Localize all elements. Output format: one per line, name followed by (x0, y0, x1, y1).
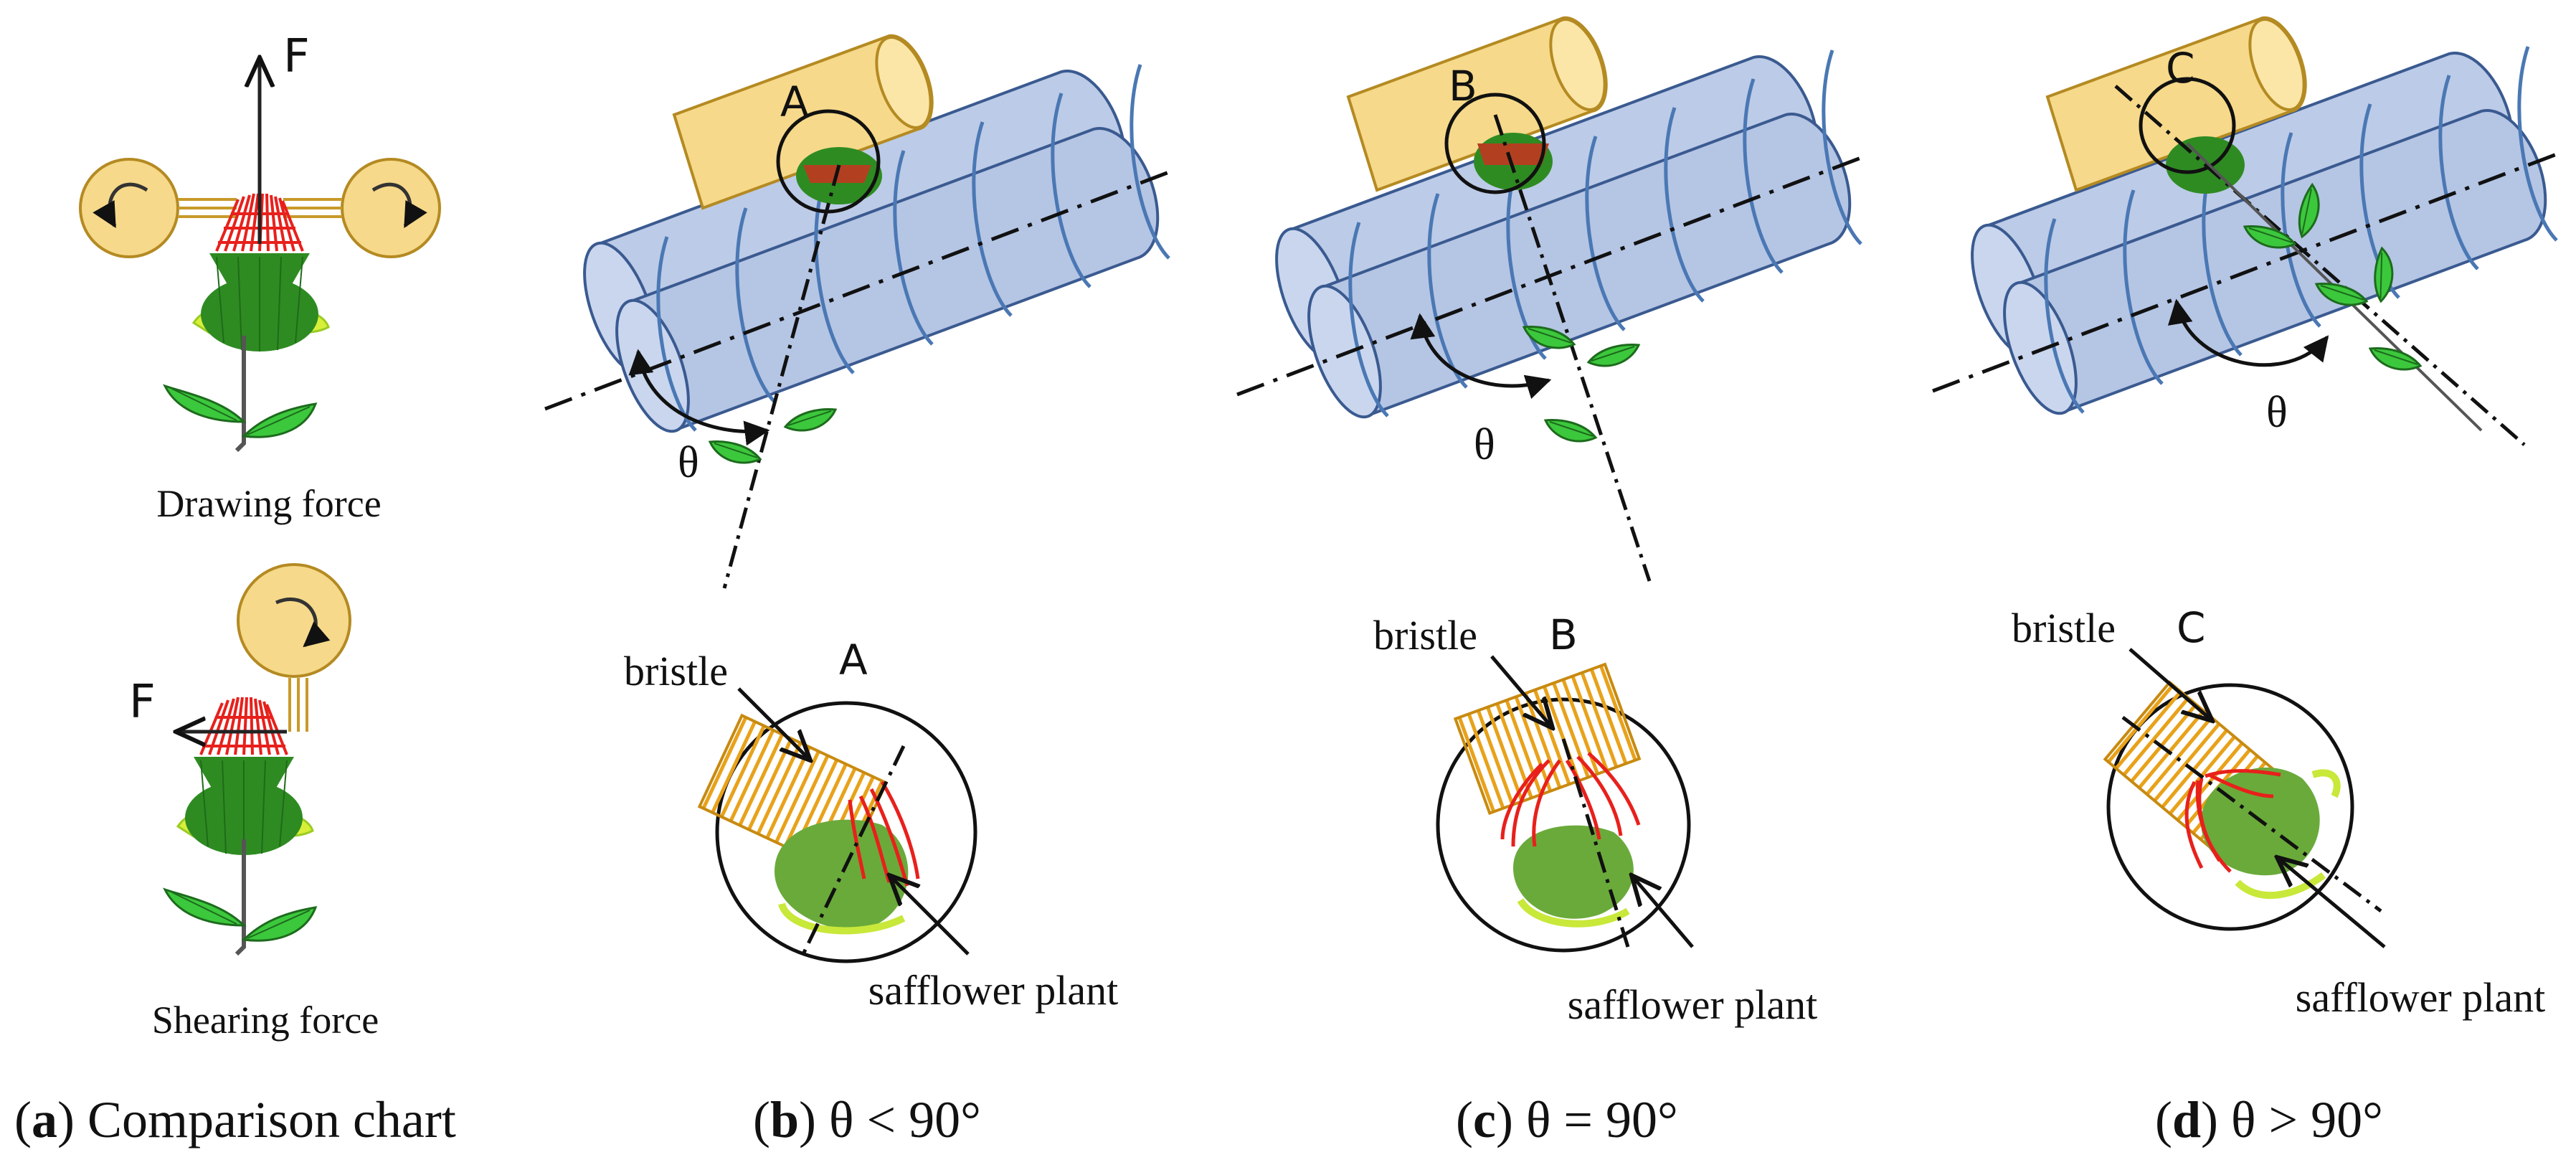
leaf-stem-drawing (165, 336, 316, 450)
detail-view-d: C bristle safflower plant (2012, 603, 2545, 1021)
angle-label-b: θ (678, 438, 699, 487)
flower-shearing (176, 696, 314, 857)
bristle-arrow-c (1490, 655, 1553, 728)
right-rotation-arrow-icon (371, 182, 427, 229)
plant-arrow-d (2277, 857, 2386, 948)
plant-label-d: safflower plant (2296, 974, 2545, 1021)
plant-arrow-c (1632, 875, 1694, 948)
detail-point-c: B (1549, 610, 1578, 659)
bristle-arrow-b (737, 687, 810, 760)
detail-view-b: A bristle safflower plant (624, 636, 1118, 1014)
force-label-top: F (283, 30, 310, 83)
drawing-force-caption: Drawing force (156, 482, 381, 525)
shearing-force-figure: F Shearing force (129, 563, 379, 1042)
plant-label-c: safflower plant (1568, 981, 1817, 1028)
plant-label-b: safflower plant (868, 967, 1118, 1014)
focus-circle-d (2139, 77, 2236, 174)
angle-arc-c (1410, 313, 1552, 400)
panel-c: B θ B bristle safflower plant (c) θ = 90… (1237, 11, 1861, 1148)
left-wheel (79, 158, 179, 258)
panel-a: F Drawing force F Shearing force (a) Com… (14, 30, 456, 1148)
bristle-label-b: bristle (624, 648, 728, 694)
rotation-arrow-icon (275, 597, 331, 648)
focus-circle-b (776, 109, 881, 214)
focus-circle-c (1444, 93, 1546, 194)
panel-d: C θ C bristle safflower plant (1933, 11, 2557, 1148)
point-label-d: C (2166, 44, 2195, 93)
angle-arc-b (628, 349, 770, 446)
point-label-b: A (780, 77, 809, 126)
left-rotation-arrow-icon (93, 182, 148, 229)
caption-d: (d) θ > 90° (2155, 1091, 2383, 1148)
shearing-force-caption: Shearing force (152, 999, 379, 1042)
angle-label-c: θ (1474, 420, 1495, 469)
detail-view-c: B bristle safflower plant (1373, 610, 1817, 1028)
right-wheel (341, 158, 441, 258)
caption-a: (a) Comparison chart (14, 1091, 456, 1148)
drawing-force-figure: F Drawing force (79, 30, 441, 525)
angle-arc-d (2167, 298, 2329, 367)
force-label-bottom: F (129, 676, 156, 729)
point-label-c: B (1449, 62, 1477, 110)
bristle-arrow-d (2128, 648, 2212, 721)
angle-label-d: θ (2266, 388, 2288, 437)
detail-point-d: C (2177, 603, 2206, 652)
caption-c: (c) θ = 90° (1456, 1091, 1678, 1148)
detail-point-b: A (839, 636, 868, 684)
plant-arrow-b (889, 875, 970, 956)
caption-b: (b) θ < 90° (753, 1091, 981, 1148)
bristle-label-d: bristle (2012, 605, 2116, 651)
leaf-stem-shearing (165, 839, 316, 954)
bristle-label-c: bristle (1373, 612, 1477, 659)
top-wheel (237, 563, 351, 678)
panel-b: A θ A bristle safflower plant (b) θ < 90… (545, 29, 1169, 1148)
